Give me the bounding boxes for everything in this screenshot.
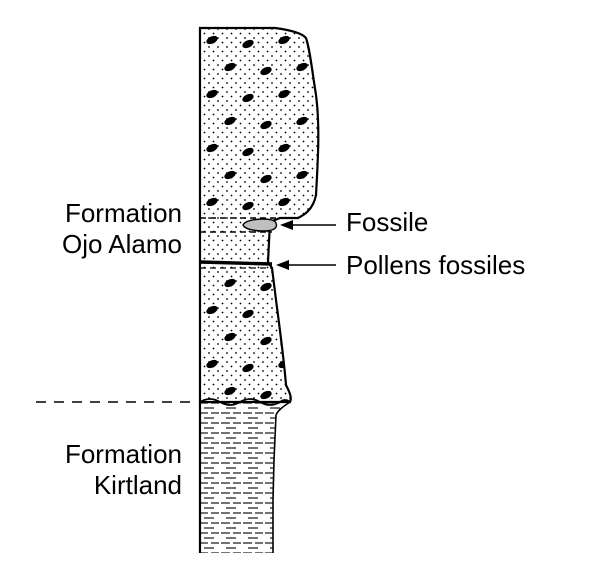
pebble: [260, 282, 272, 292]
pollen-horizon: [199, 260, 273, 269]
pebble: [278, 305, 290, 315]
pebble: [278, 35, 290, 45]
pebble: [296, 332, 308, 342]
pebble: [260, 390, 272, 400]
pebble: [260, 336, 272, 346]
kirtland-label-line2: Kirtland: [93, 470, 182, 500]
ojo-alamo-formation-label: Formation Ojo Alamo: [2, 198, 182, 260]
pebble: [206, 359, 218, 369]
pebble: [224, 386, 236, 396]
pebble: [224, 116, 236, 126]
pebble: [242, 39, 254, 49]
pebble: [296, 62, 308, 72]
pebble: [296, 386, 308, 396]
kirtland-label-line1: Formation: [64, 439, 182, 469]
pebble: [242, 309, 254, 319]
fossil-bone-shape: [242, 218, 278, 232]
pebble: [278, 143, 290, 153]
pebble: [206, 35, 218, 45]
pebble: [260, 174, 272, 184]
pebble: [206, 305, 218, 315]
pebble: [296, 116, 308, 126]
kirtland-formation-label: Formation Kirtland: [2, 439, 182, 501]
formation-contact-line: [199, 398, 291, 406]
fossil-annotation-label: Fossile: [346, 207, 429, 237]
ojo-alamo-label-line2: Ojo Alamo: [62, 229, 182, 259]
pebble: [224, 332, 236, 342]
pebble: [242, 147, 254, 157]
pebble: [278, 89, 290, 99]
kirtland-shale-unit: [198, 401, 291, 553]
pollen-arrow: [276, 260, 336, 270]
pebble: [260, 120, 272, 130]
pebble: [296, 278, 308, 288]
pebble: [260, 66, 272, 76]
pebble: [242, 201, 254, 211]
pebble: [206, 89, 218, 99]
fossil-arrow: [280, 220, 336, 230]
pebble: [206, 197, 218, 207]
pebble: [224, 170, 236, 180]
pollen-annotation-label: Pollens fossiles: [346, 250, 526, 280]
pebble: [278, 197, 290, 207]
pebble: [242, 363, 254, 373]
ojo-alamo-label-line1: Formation: [64, 198, 182, 228]
ojo-alamo-sandstone-unit: [198, 26, 320, 404]
pebble: [242, 93, 254, 103]
pebble: [224, 278, 236, 288]
pebble: [206, 143, 218, 153]
pebble: [296, 170, 308, 180]
pebble: [224, 62, 236, 72]
fossil-horizon: [200, 217, 300, 233]
